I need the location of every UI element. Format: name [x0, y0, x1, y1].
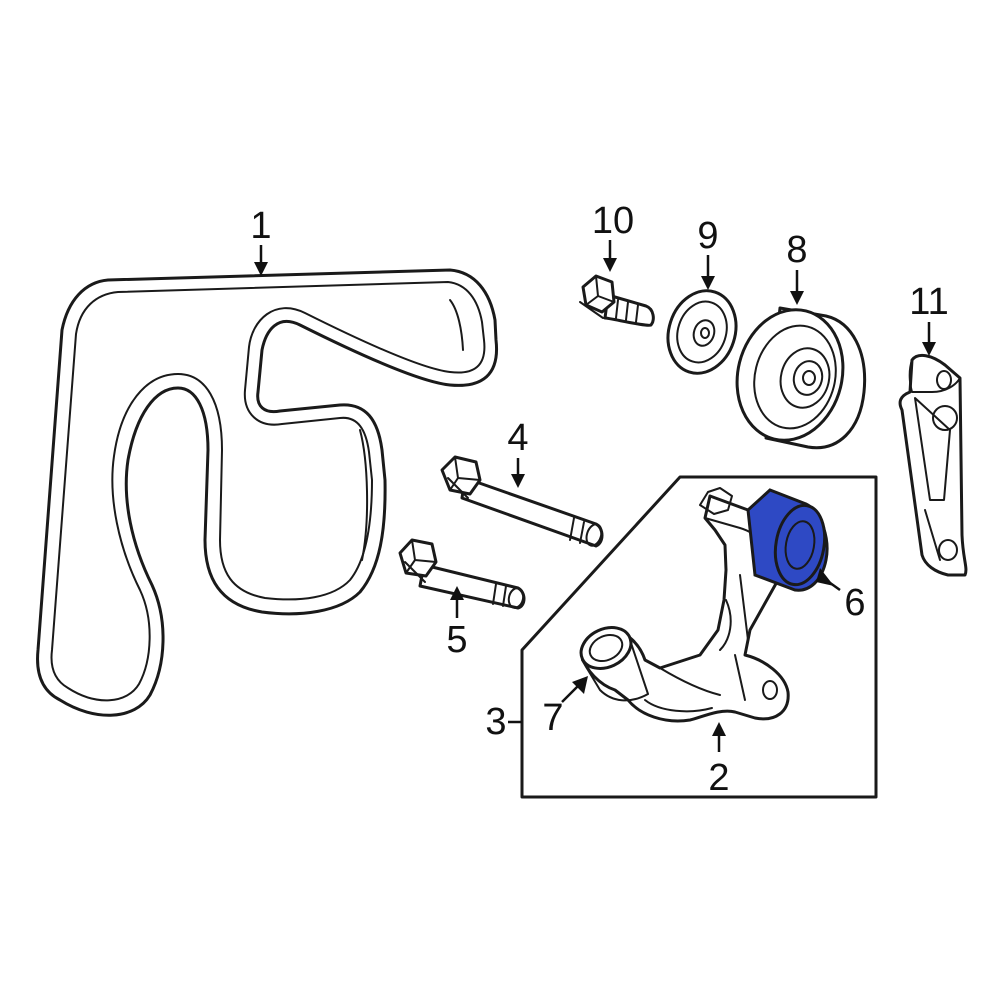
tensioner-pulley[interactable]: [746, 488, 831, 592]
callout-label-2: 2: [708, 757, 729, 799]
tensioner-bushing[interactable]: [574, 620, 649, 702]
callout-label-1: 1: [250, 205, 271, 247]
callout-8: 8: [786, 229, 808, 305]
callout-label-8: 8: [786, 229, 807, 271]
tensioner-bolt-short[interactable]: [398, 538, 526, 610]
callout-6: 6: [816, 568, 866, 624]
callout-label-10: 10: [592, 200, 634, 242]
callout-7: 7: [542, 676, 588, 739]
callout-label-11: 11: [909, 281, 948, 323]
callout-label-6: 6: [844, 582, 865, 624]
callout-9: 9: [697, 215, 719, 290]
callout-2: 2: [708, 722, 730, 799]
mounting-bracket[interactable]: [898, 353, 968, 577]
callout-label-7: 7: [542, 697, 563, 739]
callout-label-4: 4: [507, 417, 528, 459]
tensioner-assembly-box: [520, 475, 878, 799]
callout-1: 1: [250, 205, 272, 276]
tensioner-bolt-long[interactable]: [440, 455, 604, 548]
callout-label-9: 9: [697, 215, 718, 257]
serpentine-belt[interactable]: [36, 268, 499, 717]
tensioner-pulley-face: [773, 503, 827, 587]
callout-label-5: 5: [446, 619, 467, 661]
callout-5: 5: [446, 586, 468, 661]
callout-4: 4: [507, 417, 529, 488]
callout-11: 11: [909, 281, 949, 356]
callout-label-3: 3: [485, 701, 506, 743]
callout-3: 3: [485, 701, 522, 743]
pulley-bolt[interactable]: [579, 274, 655, 327]
pulley-dust-shield[interactable]: [658, 282, 747, 382]
idler-pulley[interactable]: [724, 298, 867, 451]
callout-10: 10: [592, 200, 634, 272]
